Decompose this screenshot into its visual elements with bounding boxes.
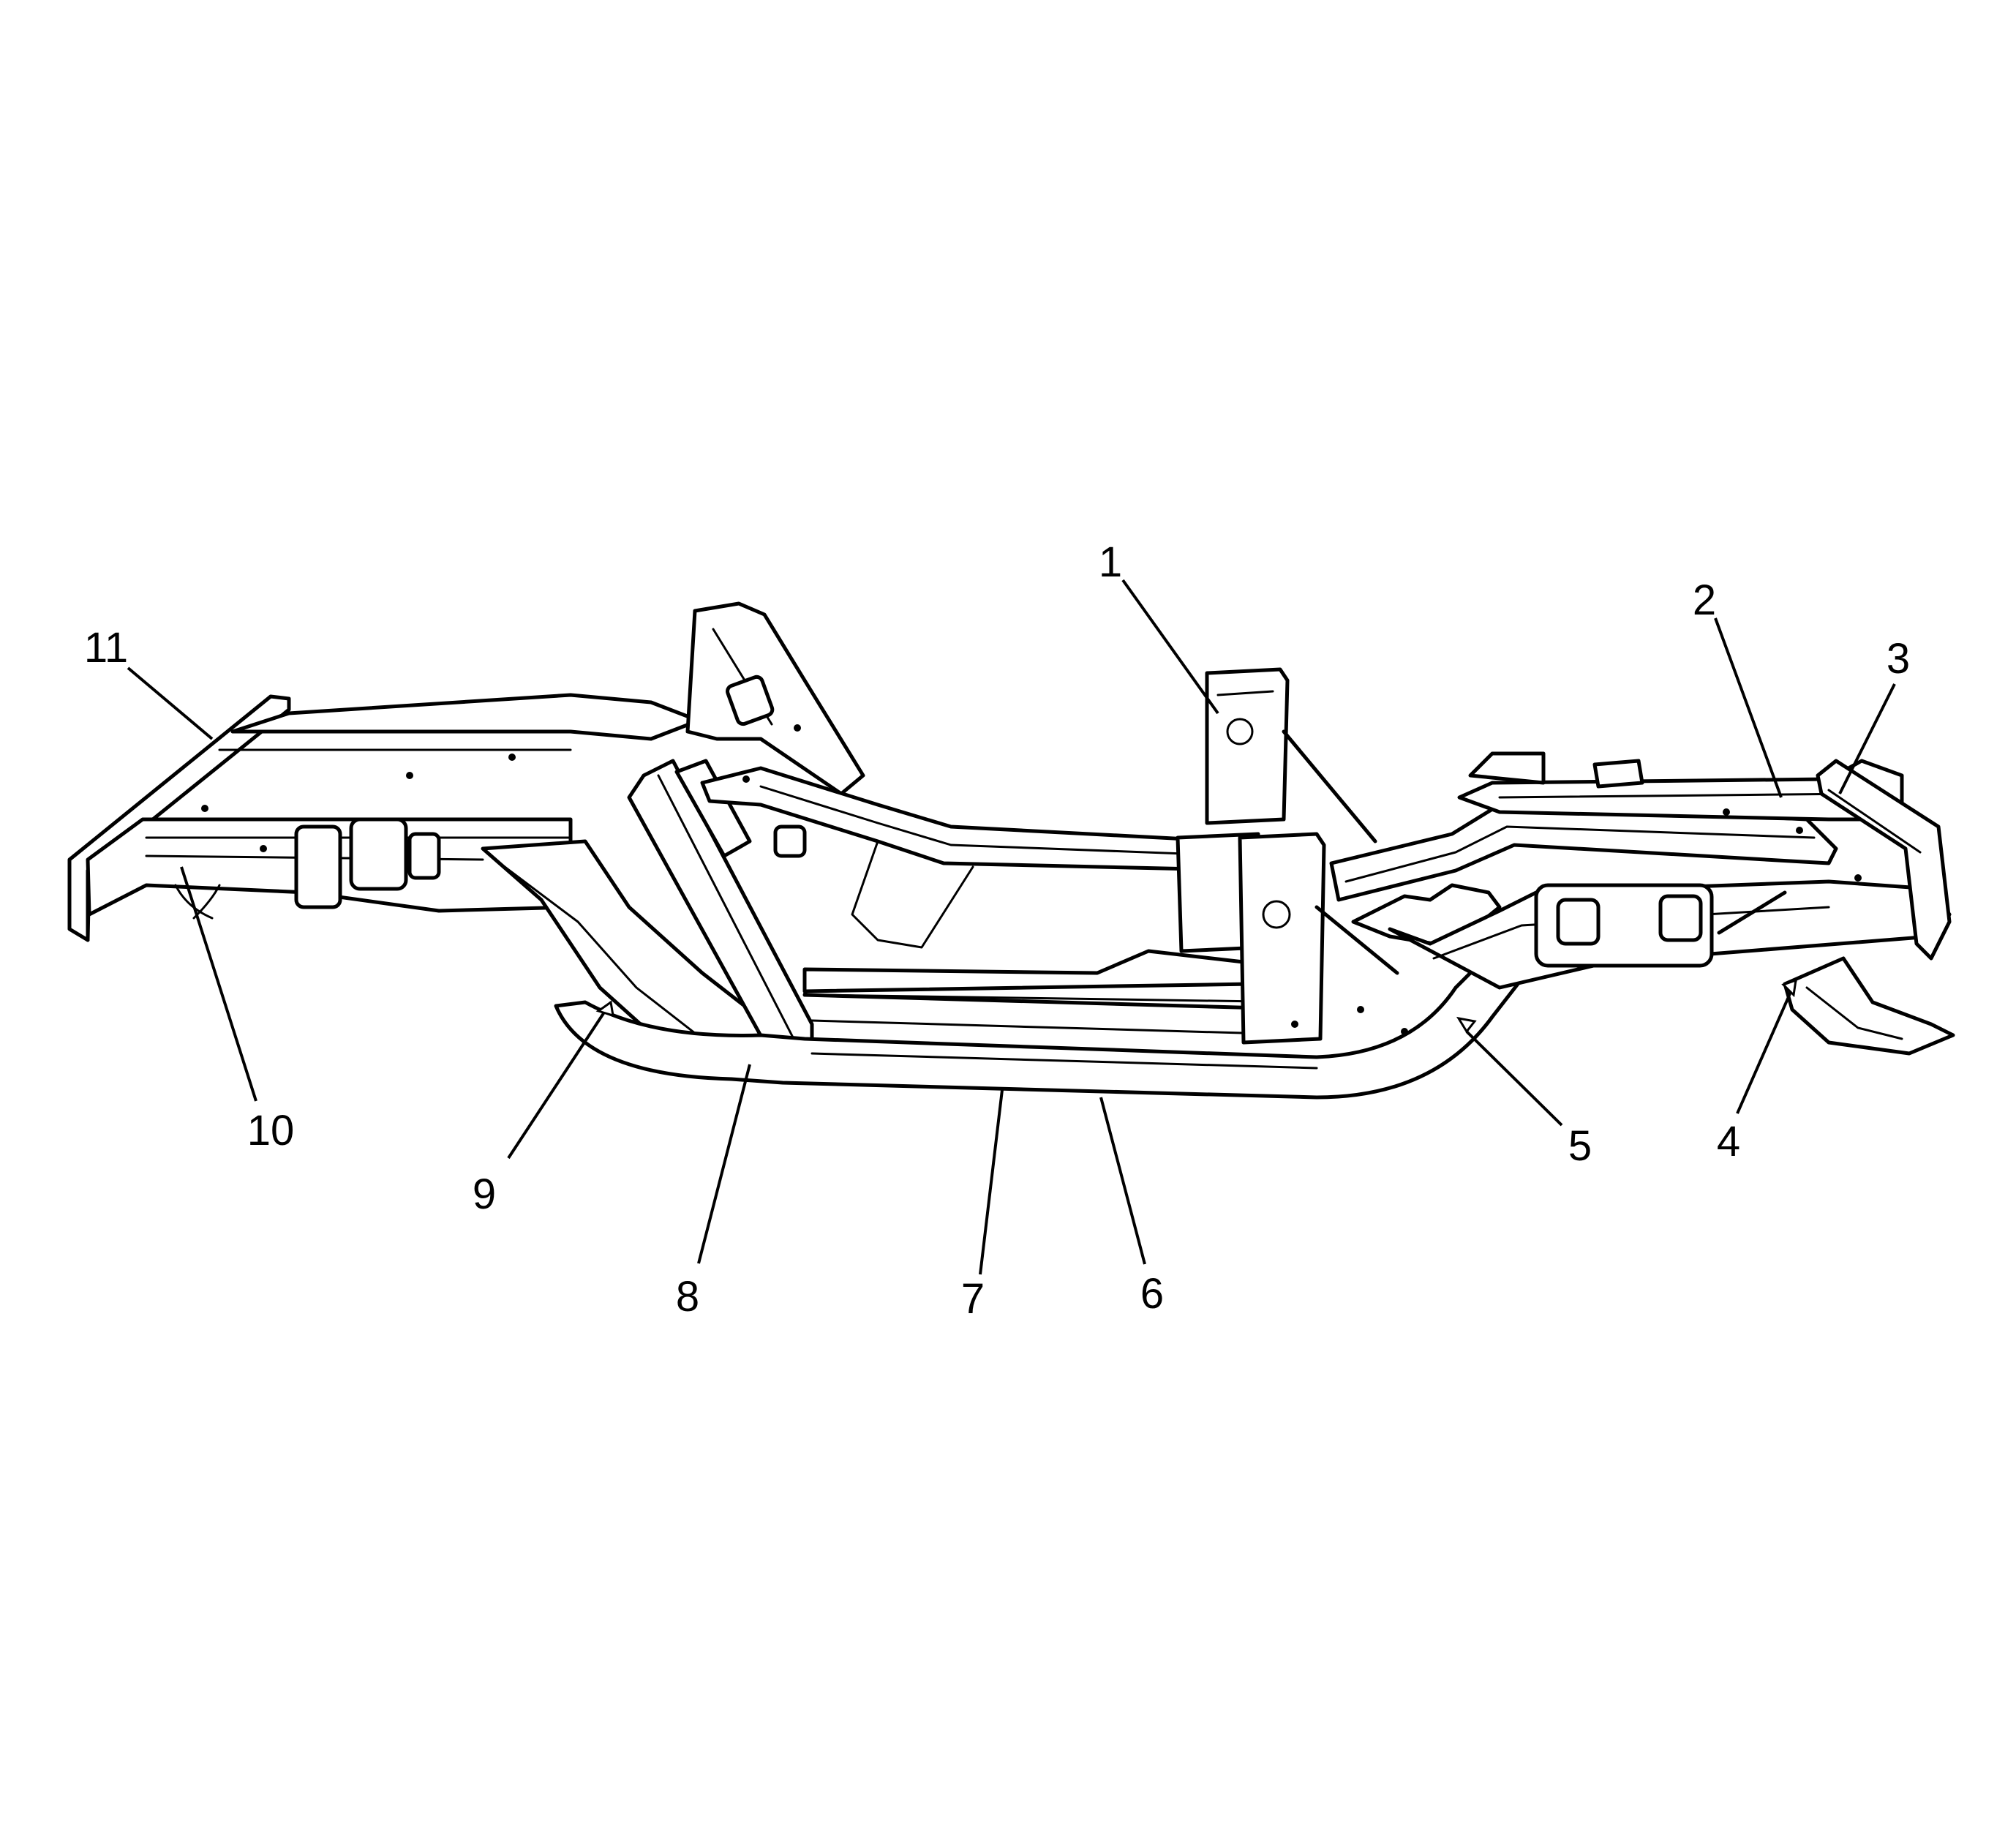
callout-10: 10	[247, 1107, 295, 1154]
leader-11	[127, 666, 214, 740]
leader-8	[697, 1064, 751, 1264]
callout-8: 8	[676, 1273, 699, 1320]
leader-1	[1121, 579, 1219, 715]
callout-4: 4	[1717, 1118, 1740, 1165]
leader-2	[1714, 617, 1783, 798]
leader-arrow-9	[595, 1000, 614, 1018]
leader-3	[1838, 683, 1896, 794]
leader-6	[1099, 1097, 1146, 1265]
callout-11: 11	[84, 624, 128, 672]
leader-arrow-4	[1781, 978, 1797, 998]
callout-7: 7	[961, 1275, 985, 1323]
callout-3: 3	[1887, 635, 1910, 683]
leader-7	[979, 1089, 1004, 1275]
leader-4	[1736, 980, 1797, 1114]
callout-9: 9	[473, 1171, 496, 1218]
callout-leaders	[127, 579, 1896, 1275]
callout-1: 1	[1099, 538, 1122, 586]
leader-5	[1465, 1030, 1563, 1127]
leader-arrow-5	[1456, 1016, 1477, 1034]
callout-2: 2	[1693, 576, 1716, 624]
leader-9	[507, 1001, 612, 1160]
callout-labels: 1 2 3 4 5 6 7 8 9 10 11	[84, 538, 1910, 1323]
frame-drawing	[67, 601, 1955, 1100]
leader-10	[180, 866, 257, 1102]
callout-5: 5	[1568, 1122, 1592, 1170]
callout-6: 6	[1140, 1270, 1164, 1318]
